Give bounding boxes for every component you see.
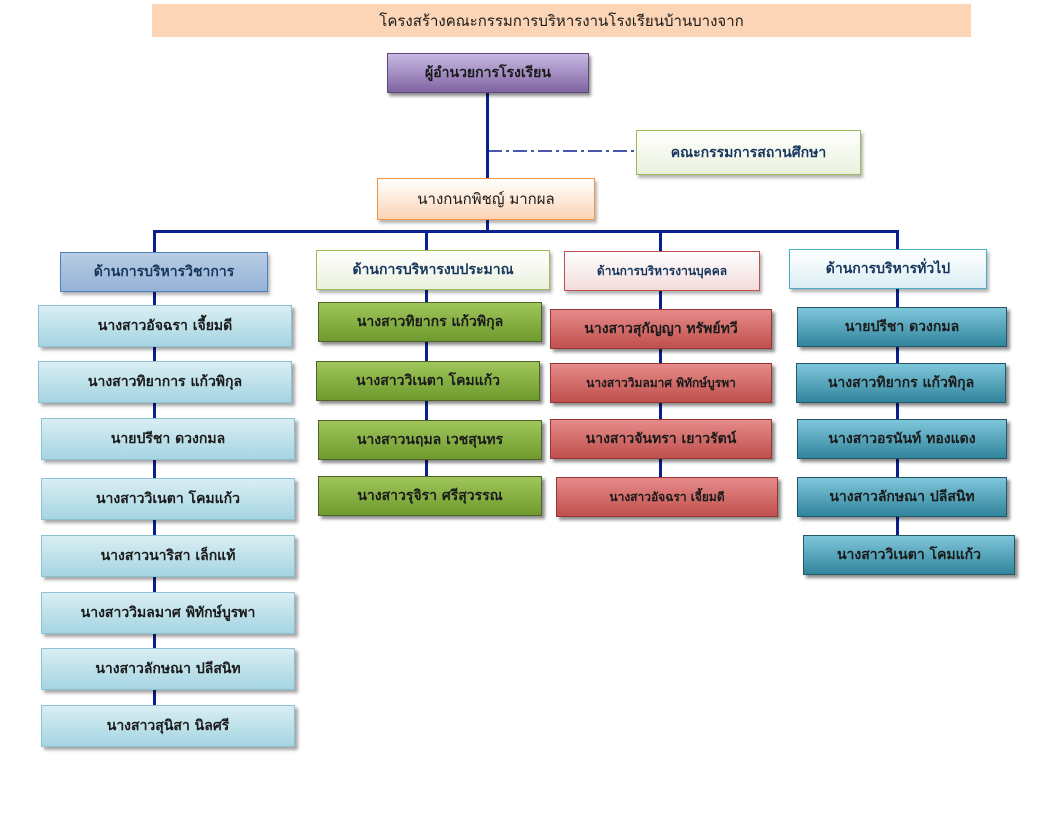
academic-member: นางสาวนาริสา เล็กแท้ [41, 535, 295, 577]
connector-bus-academic [153, 230, 156, 252]
connector-bus-budget [425, 230, 428, 250]
dept-budget-header: ด้านการบริหารงบประมาณ [316, 250, 550, 290]
dept-academic-header: ด้านการบริหารวิชาการ [60, 252, 268, 292]
personnel-member: นางสาววิมลมาศ พิทักษ์บูรพา [550, 363, 772, 403]
connector-bus-personnel [659, 230, 662, 251]
budget-member: นางสาววิเนตา โคมแก้ว [316, 361, 540, 401]
academic-member: นางสาวลักษณา ปลีสนิท [41, 648, 295, 690]
academic-member: นางสาววิเนตา โคมแก้ว [41, 478, 295, 520]
dept-personnel-header: ด้านการบริหารงานบุคคล [564, 251, 760, 291]
general-member: นางสาวอรนันท์ ทองแดง [797, 419, 1007, 459]
academic-member: นางสาวสุนิสา นิลศรี [41, 705, 295, 747]
budget-member: นางสาวทิยากร แก้วพิกุล [318, 302, 542, 342]
general-member: นายปรีชา ดวงกมล [797, 307, 1007, 347]
director-box: ผู้อำนวยการโรงเรียน [387, 53, 589, 93]
personnel-member: นางสาวสุกัญญา ทรัพย์ทวี [550, 309, 772, 349]
committee-box: คณะกรรมการสถานศึกษา [636, 130, 861, 175]
connector-horizontal-bus [153, 230, 899, 233]
connector-director-deputy [486, 93, 489, 178]
personnel-member: นางสาวจันทรา เยาวรัตน์ [550, 419, 772, 459]
chart-title: โครงสร้างคณะกรรมการบริหารงานโรงเรียนบ้าน… [152, 4, 971, 37]
dept-general-header: ด้านการบริหารทั่วไป [789, 249, 987, 289]
budget-member: นางสาวนฤมล เวชสุนทร [318, 420, 542, 460]
connector-deputy-bus [486, 220, 489, 232]
deputy-box: นางกนกพิชญ์ มากผล [377, 178, 595, 220]
budget-member: นางสาวรุจิรา ศรีสุวรรณ [318, 476, 542, 516]
general-member: นางสาวทิยากร แก้วพิกุล [796, 363, 1006, 403]
connector-committee-dashed [488, 150, 636, 152]
connector-bus-general [896, 230, 899, 249]
academic-member: นางสาววิมลมาศ พิทักษ์บูรพา [41, 592, 295, 634]
academic-member: นางสาวอัจฉรา เจี้ยมดี [38, 305, 292, 347]
general-member: นางสาวลักษณา ปลีสนิท [797, 477, 1007, 517]
academic-member: นายปรีชา ดวงกมล [41, 418, 295, 460]
general-member: นางสาววิเนตา โคมแก้ว [803, 535, 1015, 575]
academic-member: นางสาวทิยาการ แก้วพิกุล [38, 361, 292, 403]
personnel-member: นางสาวอัจฉรา เจี้ยมดี [556, 477, 778, 517]
connector-general-column [896, 289, 899, 537]
